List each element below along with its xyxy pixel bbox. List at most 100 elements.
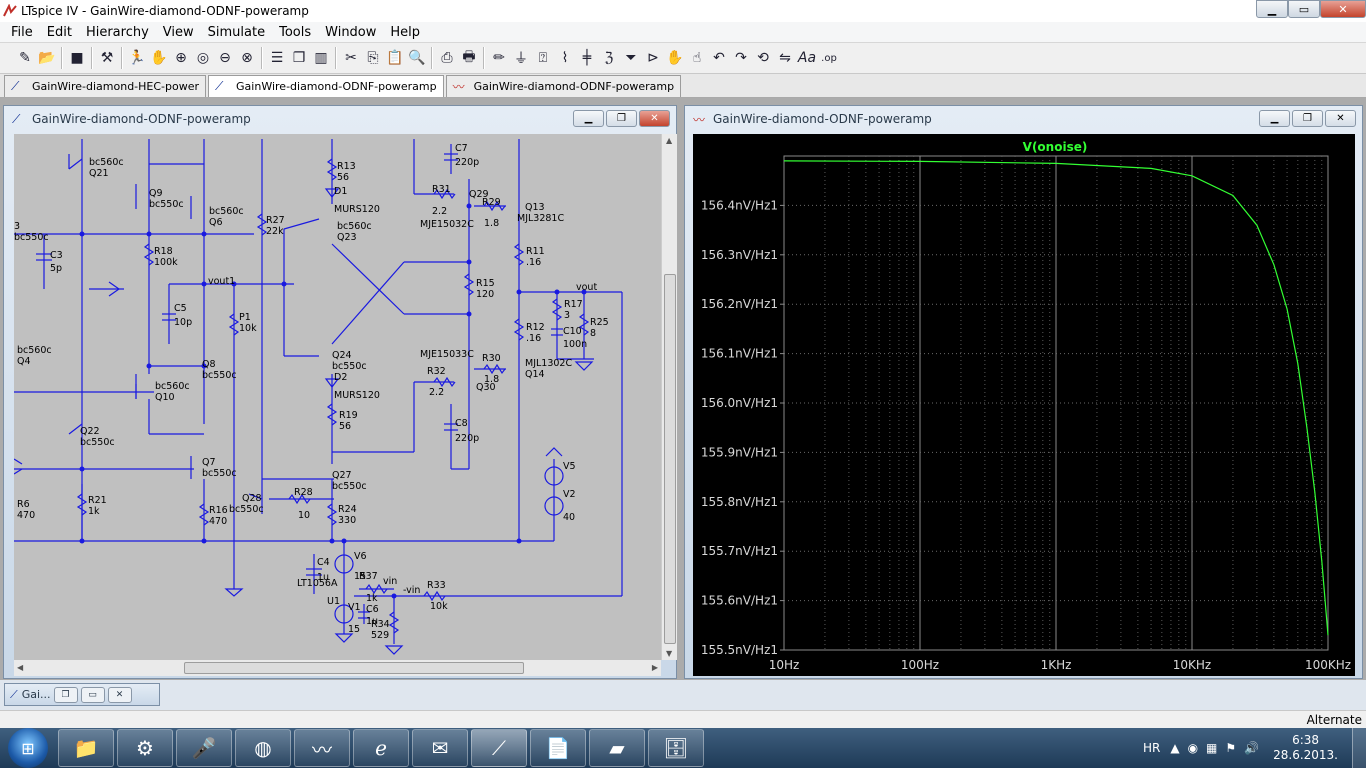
schematic-horizontal-scrollbar[interactable]: ◀ ▶	[14, 660, 661, 676]
zoom-cancel-icon[interactable]: ⊗	[241, 50, 253, 66]
vertical-scroll-thumb[interactable]	[664, 274, 676, 644]
inductor-icon[interactable]: ℨ	[604, 50, 614, 66]
browser-icon[interactable]: ◍	[235, 729, 291, 767]
cut-icon[interactable]: ✂	[345, 50, 357, 66]
net-label-icon[interactable]: ⍰	[538, 50, 548, 66]
schematic-restore-button[interactable]: ❐	[606, 110, 637, 127]
mdi-workspace: ⟋ GainWire-diamond-ODNF-poweramp ▁ ❐ ✕	[0, 98, 1366, 680]
minimize-button[interactable]: ▁	[1256, 0, 1288, 18]
oscilloscope-icon[interactable]: 〰	[294, 729, 350, 767]
svg-text:bc550c: bc550c	[202, 370, 237, 381]
print-setup-icon[interactable]: ⎙	[441, 50, 453, 66]
component-icon[interactable]: ⊳	[647, 50, 659, 66]
network-icon[interactable]: ▦	[1206, 741, 1218, 755]
ltspice-icon[interactable]: ⟋	[471, 729, 527, 767]
waveform-close-button[interactable]: ✕	[1325, 110, 1356, 127]
cascade-icon[interactable]: ❐	[292, 50, 306, 66]
paste-icon[interactable]: 📋	[386, 50, 404, 66]
minimized-close-button[interactable]: ✕	[107, 686, 132, 703]
svg-text:bc550c: bc550c	[229, 504, 264, 515]
text-icon[interactable]: Aa	[797, 50, 817, 66]
menu-simulate[interactable]: Simulate	[207, 24, 266, 40]
run-icon[interactable]: 🏃	[128, 50, 146, 66]
maximize-button[interactable]: ▭	[1288, 0, 1320, 18]
minimized-maximize-button[interactable]: ▭	[80, 686, 105, 703]
horizontal-scroll-thumb[interactable]	[184, 662, 524, 674]
menu-view[interactable]: View	[162, 24, 194, 40]
tab-odnf-waveform[interactable]: 〰GainWire-diamond-ODNF-poweramp	[445, 75, 682, 97]
svg-text:V6: V6	[354, 551, 367, 562]
undo-icon[interactable]: ↶	[713, 50, 725, 66]
action-center-icon[interactable]: ⚑	[1225, 741, 1237, 755]
diode-icon[interactable]: ⏷	[625, 50, 637, 66]
spice-directive-icon[interactable]: .op	[821, 52, 837, 64]
trace-label[interactable]: V(onoise)	[1023, 140, 1088, 154]
zoom-out-icon[interactable]: ⊖	[219, 50, 231, 66]
copy-icon[interactable]: ⎘	[367, 50, 379, 66]
new-schematic-icon[interactable]: ✎	[19, 50, 31, 66]
control-panel-icon[interactable]: ⚒	[100, 50, 114, 66]
find-icon[interactable]: 🔍	[408, 50, 426, 66]
tab-hec-power[interactable]: ⟋GainWire-diamond-HEC-power	[4, 75, 207, 97]
tray-app-icon[interactable]: ◉	[1187, 741, 1199, 755]
start-button[interactable]: ⊞	[8, 728, 48, 768]
svg-text:Q6: Q6	[209, 217, 223, 228]
volume-icon[interactable]: 🔊	[1244, 741, 1260, 755]
clock[interactable]: 6:38 28.6.2013.	[1273, 733, 1338, 762]
schematic-canvas[interactable]: bc560c Q21 Q9 bc550c bc560c Q6 3 bc550c …	[14, 134, 661, 660]
svg-text:R17: R17	[564, 299, 583, 310]
rotate-icon[interactable]: ⟲	[757, 50, 769, 66]
waveform-restore-button[interactable]: ❐	[1292, 110, 1323, 127]
close-button[interactable]: ✕	[1320, 0, 1366, 18]
menu-hierarchy[interactable]: Hierarchy	[85, 24, 149, 40]
print-icon[interactable]: 🖶	[462, 49, 476, 65]
window-title: LTspice IV - GainWire-diamond-ODNF-power…	[21, 4, 309, 18]
move-icon[interactable]: ✋	[666, 50, 684, 66]
probe-icon[interactable]: ✋	[150, 50, 168, 66]
zoom-pan-icon[interactable]: ◎	[196, 50, 210, 66]
svg-text:R27: R27	[266, 215, 285, 226]
schematic-close-button[interactable]: ✕	[639, 110, 670, 127]
save-icon[interactable]: ■	[70, 50, 84, 66]
statusbar: Alternate	[0, 710, 1366, 728]
menu-tools[interactable]: Tools	[279, 24, 312, 40]
schematic-minimize-button[interactable]: ▁	[573, 110, 604, 127]
document-icon[interactable]: 📄	[530, 729, 586, 767]
menu-window[interactable]: Window	[325, 24, 377, 40]
ground-icon[interactable]: ⏚	[514, 51, 528, 67]
explorer-icon[interactable]: 📁	[58, 729, 114, 767]
minimized-window[interactable]: ⟋ Gai... ❐ ▭ ✕	[4, 683, 160, 706]
app-icon[interactable]: ⚙	[117, 729, 173, 767]
drag-icon[interactable]: ☝	[692, 50, 702, 66]
menu-file[interactable]: File	[11, 24, 33, 40]
capacitor-icon[interactable]: ╪	[582, 50, 592, 66]
waveform-minimize-button[interactable]: ▁	[1259, 110, 1290, 127]
archive-icon[interactable]: 🗄	[648, 729, 704, 767]
tile-vertical-icon[interactable]: ▥	[314, 50, 328, 66]
resistor-icon[interactable]: ⌇	[561, 50, 569, 66]
menu-help[interactable]: Help	[390, 24, 421, 40]
svg-text:15: 15	[354, 571, 366, 582]
notes-icon[interactable]: ▰	[589, 729, 645, 767]
svg-text:2.2: 2.2	[432, 206, 447, 217]
schematic-vertical-scrollbar[interactable]: ▲ ▼	[661, 134, 677, 660]
svg-text:Q27: Q27	[332, 470, 352, 481]
tray-chevron-icon[interactable]: ▲	[1170, 741, 1180, 755]
open-icon[interactable]: 📂	[38, 50, 56, 66]
tab-odnf-schematic[interactable]: ⟋GainWire-diamond-ODNF-poweramp	[208, 75, 444, 97]
svg-text:C7: C7	[455, 143, 468, 154]
tile-horizontal-icon[interactable]: ☰	[270, 50, 284, 66]
draw-wire-icon[interactable]: ✏	[493, 50, 505, 66]
mail-icon[interactable]: ✉	[412, 729, 468, 767]
zoom-in-icon[interactable]: ⊕	[175, 50, 187, 66]
menu-edit[interactable]: Edit	[46, 24, 72, 40]
svg-text:MJE15033C: MJE15033C	[420, 349, 474, 360]
show-desktop-button[interactable]	[1352, 728, 1366, 768]
ie-icon[interactable]: ℯ	[353, 729, 409, 767]
mirror-icon[interactable]: ⇋	[779, 50, 791, 66]
language-indicator[interactable]: HR	[1142, 741, 1161, 755]
redo-icon[interactable]: ↷	[735, 50, 747, 66]
minimized-restore-button[interactable]: ❐	[53, 686, 78, 703]
sound-recorder-icon[interactable]: 🎤	[176, 729, 232, 767]
